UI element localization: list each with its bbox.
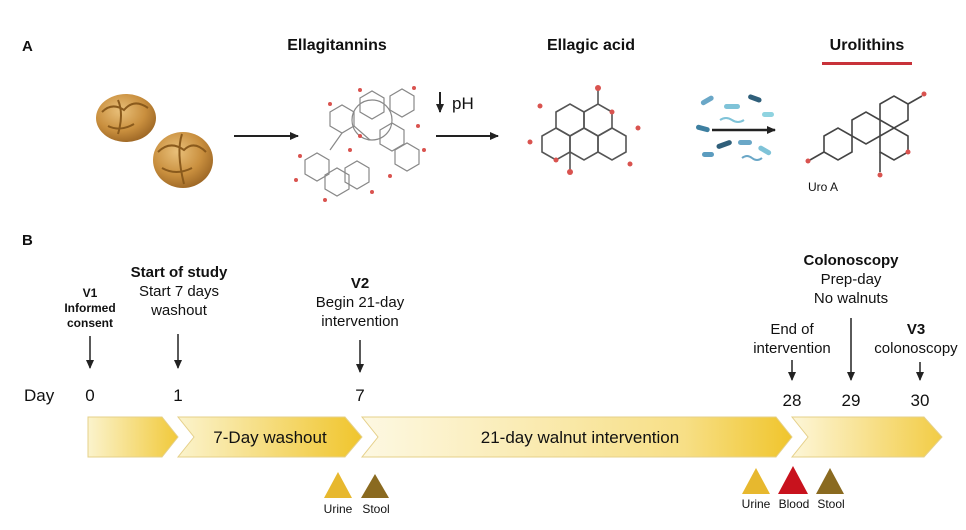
stage-ellagitannins-label: Ellagitannins: [287, 37, 387, 54]
urine-marker-v2: [324, 472, 352, 498]
day-7: 7: [355, 386, 365, 405]
urine-marker-end: [742, 468, 770, 494]
uro-a-label: Uro A: [808, 180, 839, 194]
timeline-segment-intervention: [360, 416, 793, 458]
intervention-segment-label: 21-day walnut intervention: [480, 428, 680, 447]
v1-line1: Informed: [64, 301, 116, 315]
walnut-image: [96, 94, 213, 188]
day-0: 0: [85, 386, 95, 405]
start-line2: washout: [151, 302, 207, 319]
urine-label-end: Urine: [741, 497, 771, 511]
stage-urolithins-label: Urolithins: [829, 37, 905, 54]
blood-label-end: Blood: [778, 497, 810, 511]
urine-label-v2: Urine: [323, 502, 353, 516]
start-title: Start of study: [130, 264, 228, 281]
stool-label-end: Stool: [817, 497, 845, 511]
panel-b-letter: B: [22, 232, 33, 249]
v1-line2: consent: [66, 316, 113, 330]
ph-label: pH: [452, 94, 474, 113]
panel-a-letter: A: [22, 38, 33, 55]
timeline-segment-washout: [176, 416, 363, 458]
ellagic-acid-structure: [541, 90, 627, 170]
end-of-intervention-label: End of intervention: [742, 320, 842, 358]
colo-line2: No walnuts: [813, 290, 889, 307]
v2-label: V2 Begin 21-day intervention: [290, 274, 430, 331]
start-line1: Start 7 days: [138, 283, 220, 300]
v2-line1: Begin 21-day: [315, 294, 405, 311]
v3-line1: colonoscopy: [874, 340, 958, 357]
ellagitannin-atoms: [294, 86, 426, 202]
blood-marker-end: [778, 466, 808, 494]
stool-marker-end: [816, 468, 844, 494]
colo-title: Colonoscopy: [803, 252, 899, 269]
end-line1: End of: [770, 321, 814, 338]
v2-title: V2: [350, 275, 370, 292]
v3-title: V3: [906, 321, 926, 338]
timeline-segment-end: [790, 416, 943, 458]
v1-label: V1 Informed consent: [40, 286, 140, 331]
v3-label: V3 colonoscopy: [866, 320, 966, 358]
urolithin-atoms: [805, 91, 927, 178]
ellagitannin-structure: [304, 88, 420, 197]
start-of-study-label: Start of study Start 7 days washout: [108, 263, 250, 320]
gut-bacteria-image: [696, 94, 774, 161]
day-30: 30: [910, 391, 930, 410]
washout-segment-label: 7-Day washout: [213, 428, 327, 447]
day-29: 29: [841, 391, 861, 410]
v1-title: V1: [82, 286, 98, 300]
day-28: 28: [782, 391, 802, 410]
stage-ellagic-acid-label: Ellagic acid: [546, 37, 636, 54]
timeline-arrows: [86, 318, 924, 381]
v2-line2: intervention: [321, 313, 399, 330]
urolithins-underline: [822, 62, 912, 65]
timeline-segment-start: [87, 416, 179, 458]
day-1: 1: [173, 386, 183, 405]
end-line2: intervention: [753, 340, 831, 357]
urolithin-structure: [809, 95, 923, 172]
ellagic-acid-atoms: [527, 85, 641, 175]
day-axis-label: Day: [24, 386, 55, 405]
colonoscopy-label: Colonoscopy Prep-day No walnuts: [786, 251, 916, 308]
colo-line1: Prep-day: [820, 271, 882, 288]
stool-marker-v2: [361, 474, 389, 498]
stool-label-v2: Stool: [362, 502, 390, 516]
